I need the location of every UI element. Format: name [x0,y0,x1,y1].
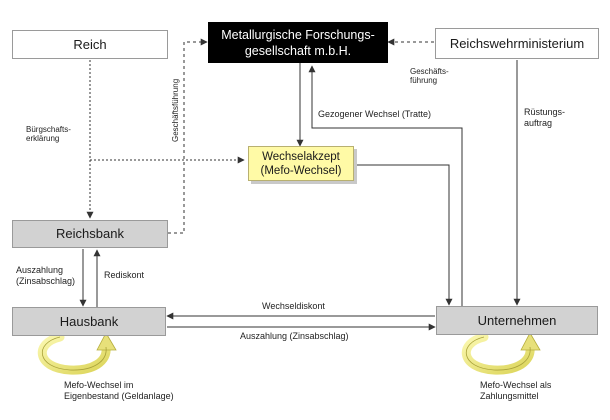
node-unternehmen-label: Unternehmen [477,312,557,328]
node-mefo: Metallurgische Forschungs- gesellschaft … [208,22,388,63]
line-unternehmen-to-mefo [308,65,463,306]
label-rediskont: Rediskont [104,270,145,280]
label-wechseldiskont: Wechseldiskont [262,301,325,311]
label-mefo-eigenbestand: Mefo-Wechsel im Eigenbestand (Geldanlage… [64,380,174,402]
label-ruestungsauftrag-line1: Rüstungs- [524,107,566,117]
node-wechselakzept-line2: (Mefo-Wechsel) [260,164,342,177]
label-auszahlung-left: Auszahlung (Zinsabschlag) [16,265,75,287]
label-geschaeftsfuehrung-right-line2: führung [410,76,438,85]
cycle-arrow-hausbank [37,332,117,375]
label-buergschaft-line2: erklärung [26,134,60,143]
node-reichsbank: Reichsbank [12,220,168,248]
node-reichswehr-label: Reichswehrministerium [449,35,585,51]
label-buergschaft-line1: Bürgschafts- [26,125,71,134]
line-wechselakzept-to-unternehmen [356,164,453,306]
node-reichswehrministerium: Reichswehrministerium [435,28,599,59]
node-mefo-line2: gesellschaft m.b.H. [244,43,352,58]
node-reichsbank-label: Reichsbank [56,226,124,241]
node-unternehmen: Unternehmen [436,306,598,335]
label-geschaeftsfuehrung-right-line1: Geschäfts- [410,67,449,76]
label-buergschaft: Bürgschafts- erklärung [26,125,71,143]
node-hausbank-label: Hausbank [59,313,119,329]
label-mefo-zahlungsmittel: Mefo-Wechsel als Zahlungsmittel [480,380,551,402]
label-geschaeftsfuehrung-vertical: Geschäftsführung [171,78,180,142]
node-reich-label: Reich [73,36,107,52]
node-wechselakzept-line1: Wechselakzept [262,150,340,163]
label-auszahlung-left-line2: (Zinsabschlag) [16,276,76,286]
label-mefo-eigenbestand-line2: Eigenbestand (Geldanlage) [64,391,174,401]
label-mefo-zahlungsmittel-line2: Zahlungsmittel [480,391,539,401]
label-geschaeftsfuehrung-right: Geschäfts- führung [410,67,449,85]
label-auszahlung-bottom: Auszahlung (Zinsabschlag) [240,331,349,341]
label-ruestungsauftrag: Rüstungs- auftrag [524,107,565,129]
label-mefo-zahlungsmittel-line1: Mefo-Wechsel als [480,380,552,390]
cycle-arrow-unternehmen [461,332,541,375]
label-auszahlung-left-line1: Auszahlung [16,265,64,275]
label-ruestungsauftrag-line2: auftrag [524,118,553,128]
node-reich: Reich [12,30,168,59]
node-hausbank: Hausbank [12,307,166,336]
node-mefo-line1: Metallurgische Forschungs- [221,27,375,42]
node-wechselakzept: Wechselakzept (Mefo-Wechsel) [248,146,354,181]
label-mefo-eigenbestand-line1: Mefo-Wechsel im [64,380,134,390]
label-gezogener-wechsel: Gezogener Wechsel (Tratte) [318,109,432,119]
line-reichsbank-to-mefo [168,38,208,234]
